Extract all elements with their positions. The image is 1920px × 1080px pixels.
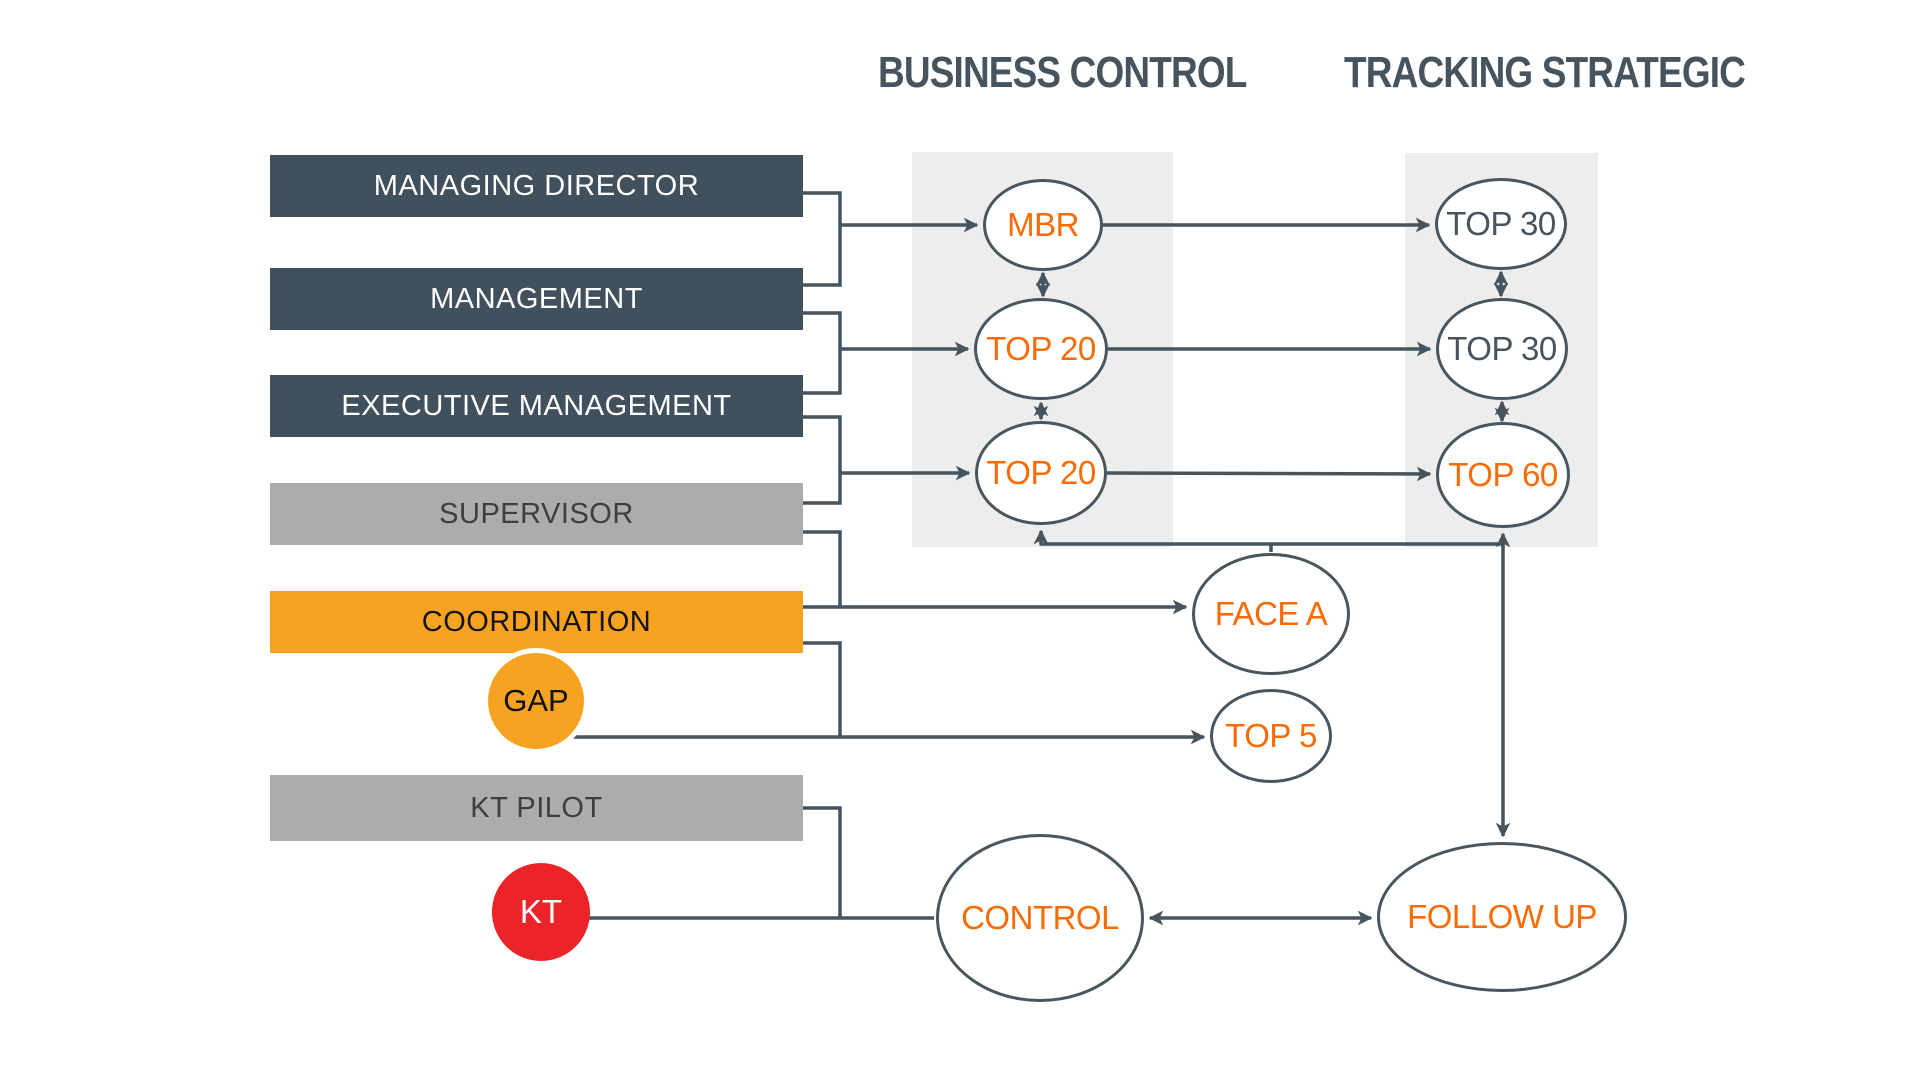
node-label: TOP 5 <box>1225 717 1317 754</box>
badge-label: KT <box>519 893 563 930</box>
badge-kt: KT <box>492 863 590 961</box>
node-top60: TOP 60 <box>1436 422 1570 528</box>
node-mbr: MBR <box>983 179 1103 271</box>
bracket-mgmt-exec <box>803 311 842 395</box>
node-label: CONTROL <box>961 899 1119 936</box>
node-follow-up: FOLLOW UP <box>1377 842 1627 992</box>
bar-coordination: COORDINATION <box>270 591 803 653</box>
bar-label: EXECUTIVE MANAGEMENT <box>341 389 732 422</box>
bar-label: MANAGEMENT <box>430 282 643 315</box>
node-top20-2: TOP 20 <box>975 421 1107 525</box>
badge-label: GAP <box>503 683 569 718</box>
node-label: TOP 20 <box>986 330 1096 367</box>
node-label: TOP 60 <box>1448 456 1558 493</box>
node-control: CONTROL <box>936 834 1144 1002</box>
node-top30-1: TOP 30 <box>1435 178 1567 270</box>
bar-supervisor: SUPERVISOR <box>270 483 803 545</box>
node-label: MBR <box>1007 206 1079 243</box>
node-label: TOP 30 <box>1446 205 1556 242</box>
column-header-business-control: BUSINESS CONTROL <box>878 48 1247 97</box>
node-top5: TOP 5 <box>1210 689 1332 783</box>
badge-gap: GAP <box>483 648 589 754</box>
node-face-a: FACE A <box>1192 553 1350 675</box>
node-label: TOP 20 <box>986 454 1096 491</box>
node-top20-1: TOP 20 <box>974 298 1108 400</box>
node-label: TOP 30 <box>1447 330 1557 367</box>
bar-label: KT PILOT <box>470 791 603 824</box>
bar-managing-director: MANAGING DIRECTOR <box>270 155 803 217</box>
bar-kt-pilot: KT PILOT <box>270 775 803 841</box>
bar-management: MANAGEMENT <box>270 268 803 330</box>
bracket-sup-coord <box>803 530 842 606</box>
arrow-top20-2-to-top60 <box>1106 466 1432 482</box>
column-header-tracking-strategic: TRACKING STRATEGIC <box>1344 48 1746 97</box>
bracket-coord-gap <box>803 641 842 736</box>
bar-label: COORDINATION <box>421 605 652 638</box>
node-label: FACE A <box>1214 595 1328 632</box>
bracket-exec-sup <box>803 415 842 505</box>
bracket-ktpilot-kt <box>803 806 842 917</box>
bracket-md-mgmt <box>803 191 842 287</box>
bar-executive-management: EXECUTIVE MANAGEMENT <box>270 375 803 437</box>
bar-label: SUPERVISOR <box>439 497 634 530</box>
bar-label: MANAGING DIRECTOR <box>373 169 700 202</box>
node-top30-2: TOP 30 <box>1436 298 1568 400</box>
node-label: FOLLOW UP <box>1407 898 1597 935</box>
